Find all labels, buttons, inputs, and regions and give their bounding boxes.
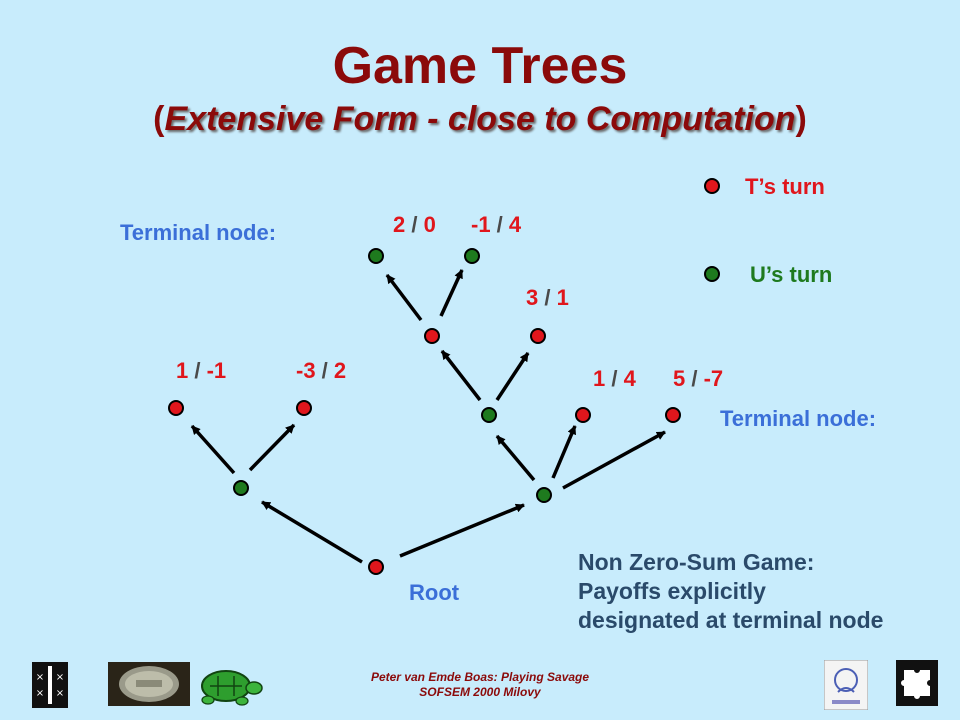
- terminal-node-5: [464, 248, 480, 264]
- payoff-u: 1: [556, 285, 569, 310]
- edge-mid-1: [495, 434, 536, 482]
- payoff-u: 4: [508, 212, 522, 237]
- root-label: Root: [409, 580, 460, 605]
- node-u-mid: [536, 487, 552, 503]
- note-line: designated at terminal node: [578, 607, 884, 633]
- payoff-t: -3: [296, 358, 316, 383]
- legend-u-turn: U’s turn: [750, 262, 833, 287]
- edge-root-right: [399, 503, 525, 558]
- payoff-t: 1: [593, 366, 606, 391]
- payoff-t: 2: [393, 212, 406, 237]
- payoff-u: 0: [423, 212, 436, 237]
- terminal-node-label-left: Terminal node:: [120, 220, 277, 245]
- note-line: Payoffs explicitly: [578, 578, 766, 604]
- illc-logo: [824, 660, 868, 710]
- slide-subtitle: (Extensive Form - close to Computation): [0, 100, 960, 139]
- puzzle-logo: [896, 660, 938, 706]
- terminal-node-7: [665, 407, 681, 423]
- payoff-label: 2 / 0: [393, 212, 436, 238]
- tree-edges: [190, 269, 666, 564]
- root-node: [368, 559, 384, 575]
- svg-text:×: ×: [36, 688, 44, 699]
- node-u-left: [233, 480, 249, 496]
- payoff-separator: /: [538, 285, 557, 310]
- payoff-t: 3: [526, 285, 539, 310]
- uva-logo: × × × ×: [32, 662, 68, 708]
- coin-logo: [108, 662, 190, 706]
- footer-line: SOFSEM 2000 Milovy: [419, 685, 541, 699]
- subtitle-close-paren: ): [795, 100, 807, 138]
- turtle-logo: [201, 670, 263, 706]
- edge-left-1: [190, 424, 236, 475]
- payoff-separator: /: [605, 366, 624, 391]
- edge-left-2: [248, 423, 296, 472]
- payoff-t: 5: [673, 366, 686, 391]
- payoff-u: 2: [333, 358, 347, 383]
- edge-root-left: [261, 500, 363, 564]
- non-zero-sum-note: Non Zero-Sum Game: Payoffs explicitly de…: [578, 548, 883, 635]
- legend-u-dot: [704, 266, 720, 282]
- terminal-node-3: [530, 328, 546, 344]
- svg-text:×: ×: [56, 688, 64, 699]
- payoff-label: 3 / 1: [526, 285, 569, 311]
- note-line: Non Zero-Sum Game:: [578, 549, 815, 575]
- payoff-t: -1: [471, 212, 491, 237]
- tree-nodes: [168, 178, 720, 575]
- node-u-inner: [481, 407, 497, 423]
- edge-mid-3: [562, 430, 666, 490]
- node-t-upper: [424, 328, 440, 344]
- edge-top-2: [439, 269, 464, 317]
- payoff-label: 5 / -7: [673, 366, 723, 392]
- subtitle-text: Extensive Form - close to Computation: [164, 100, 796, 138]
- payoff-label: -3 / 2: [296, 358, 346, 384]
- edge-top-1: [385, 273, 423, 322]
- edge-mid-2: [551, 425, 577, 479]
- payoff-separator: /: [315, 358, 334, 383]
- slide-title: Game Trees: [332, 37, 628, 95]
- payoff-label: 1 / 4: [593, 366, 636, 392]
- legend-t-turn: T’s turn: [745, 174, 825, 199]
- terminal-node-4: [368, 248, 384, 264]
- edge-up-2: [495, 352, 530, 401]
- legend-t-dot: [704, 178, 720, 194]
- payoff-label: 1 / -1: [176, 358, 226, 384]
- edge-up-1: [440, 349, 482, 402]
- svg-text:×: ×: [36, 672, 44, 683]
- terminal-node-label-right: Terminal node:: [720, 406, 877, 431]
- payoff-separator: /: [405, 212, 424, 237]
- payoff-u: -7: [703, 366, 724, 391]
- payoff-label: -1 / 4: [471, 212, 521, 238]
- payoff-separator: /: [685, 366, 704, 391]
- subtitle-open-paren: (: [153, 100, 165, 138]
- terminal-node-6: [575, 407, 591, 423]
- footer: Peter van Emde Boas: Playing Savage SOFS…: [330, 670, 630, 700]
- terminal-node-2: [296, 400, 312, 416]
- footer-line: Peter van Emde Boas: Playing Savage: [370, 670, 590, 684]
- payoff-separator: /: [188, 358, 207, 383]
- terminal-node-1: [168, 400, 184, 416]
- payoff-u: -1: [206, 358, 227, 383]
- svg-text:×: ×: [56, 672, 64, 683]
- payoff-t: 1: [176, 358, 189, 383]
- payoff-u: 4: [623, 366, 636, 391]
- payoff-separator: /: [490, 212, 509, 237]
